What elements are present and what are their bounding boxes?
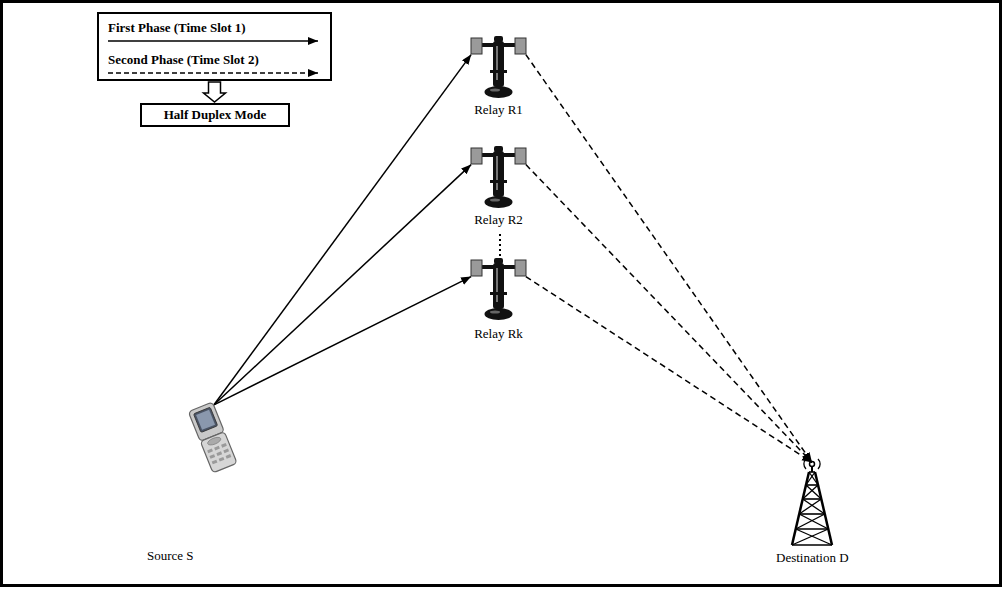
dashed-arrow-sample [108, 72, 318, 74]
relay-icon [470, 146, 527, 208]
relay-node: Relay Rk [470, 258, 527, 342]
second-phase-link [526, 277, 812, 463]
legend-text: First Phase (Time Slot 1) [108, 20, 246, 36]
node-label: Relay Rk [474, 326, 523, 342]
hollow-arrow [204, 82, 226, 102]
ellipsis-dots [499, 234, 501, 256]
legend-text: Second Phase (Time Slot 2) [108, 52, 259, 68]
relay-node: Relay R2 [470, 146, 527, 228]
relay-node: Relay R1 [470, 36, 527, 118]
relay-icon [470, 36, 527, 98]
node-label: Destination D [776, 550, 849, 566]
first-phase-link [214, 165, 471, 405]
box-label: Half Duplex Mode [164, 107, 267, 123]
destination-icon [787, 457, 837, 547]
mode-box: Half Duplex Mode [140, 103, 290, 127]
destination-node: Destination D [776, 457, 849, 566]
second-phase-link [526, 165, 812, 463]
node-label: Relay R2 [474, 212, 523, 228]
solid-arrow-sample [108, 40, 318, 42]
node-label: Relay R1 [474, 102, 523, 118]
first-phase-link [214, 277, 471, 405]
second-phase-link [526, 55, 812, 463]
node-label: Source S [147, 548, 194, 564]
legend-box: First Phase (Time Slot 1) Second Phase (T… [97, 12, 332, 81]
source-icon [190, 402, 238, 472]
relay-icon [470, 258, 527, 320]
source-node: Source S [147, 402, 238, 564]
